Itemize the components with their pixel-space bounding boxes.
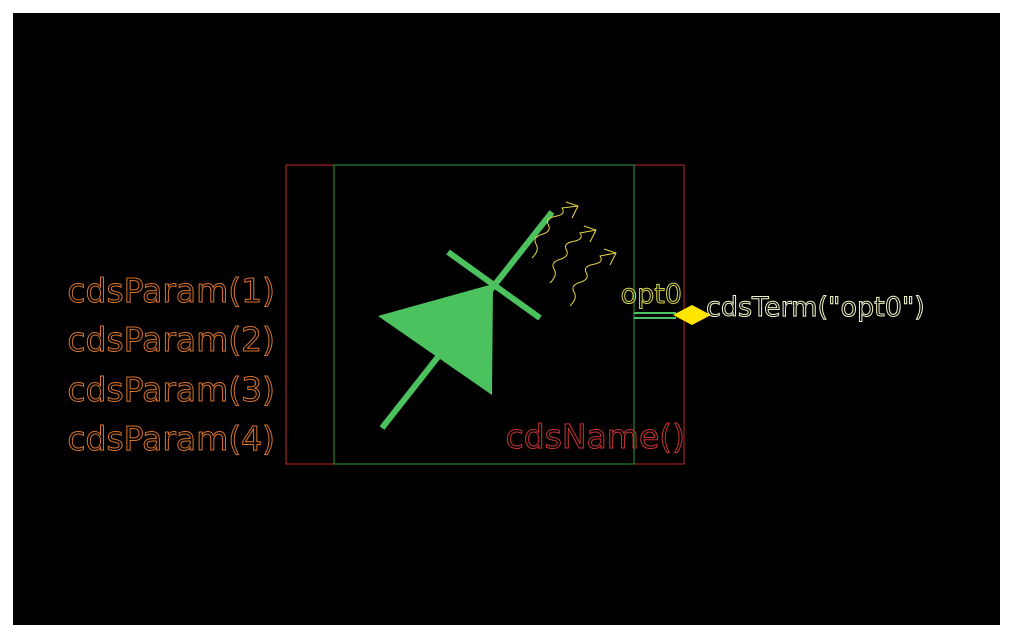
photon-arrow <box>531 205 579 259</box>
schematic-canvas[interactable] <box>13 13 1000 625</box>
photon-arrows-icon <box>531 201 617 307</box>
photon-arrowhead <box>603 248 617 266</box>
param-label-3: cdsParam(3) <box>67 370 275 409</box>
photon-arrow <box>549 229 597 284</box>
photon-arrow <box>569 252 617 307</box>
diode-anode-lead <box>379 210 555 430</box>
photon-arrowhead <box>583 225 597 243</box>
pin-diamond-icon[interactable] <box>673 305 711 325</box>
param-label-2: cdsParam(2) <box>67 320 275 359</box>
instance-name-label: cdsName() <box>506 417 685 456</box>
pin-wire <box>634 312 676 319</box>
photon-arrowhead <box>565 201 579 219</box>
diode-triangle <box>378 284 493 395</box>
symbol-selection-box <box>333 164 635 465</box>
terminal-label: cdsTerm("opt0") <box>706 292 925 323</box>
diode-cathode-bar <box>446 249 542 321</box>
pin-name-label: opt0 <box>621 279 682 310</box>
photodiode-icon <box>378 210 555 430</box>
param-label-4: cdsParam(4) <box>67 419 275 458</box>
param-label-1: cdsParam(1) <box>67 271 275 310</box>
